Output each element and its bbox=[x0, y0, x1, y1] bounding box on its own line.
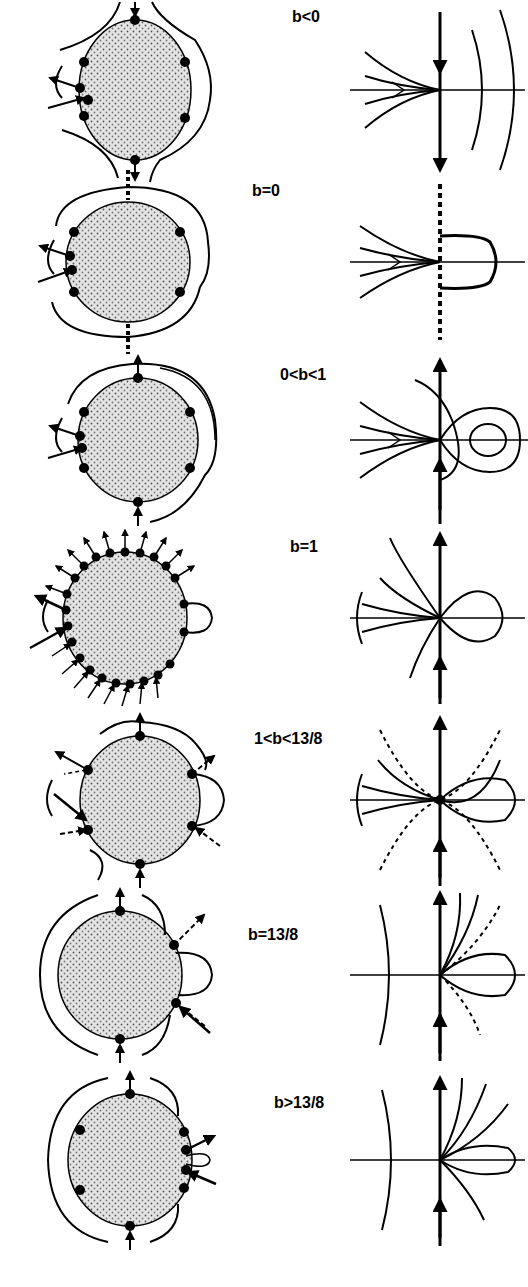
row-b-zero bbox=[38, 170, 525, 354]
row-b-negative bbox=[48, 2, 525, 182]
parameter-label: b=1 bbox=[288, 538, 320, 556]
parameter-label: 0<b<1 bbox=[278, 366, 328, 384]
row-b-one bbox=[30, 530, 525, 706]
parameter-label: b=0 bbox=[250, 182, 282, 200]
row-b-above-13-8 bbox=[48, 1072, 525, 1250]
row-b-between-0-1 bbox=[48, 356, 528, 526]
parameter-label: b>13/8 bbox=[272, 1094, 326, 1112]
row-b-between-1-13-8 bbox=[47, 714, 525, 888]
parameter-label: 1<b<13/8 bbox=[252, 730, 325, 748]
parameter-label: b<0 bbox=[290, 8, 322, 26]
parameter-label: b=13/8 bbox=[246, 926, 300, 944]
row-b-13-8 bbox=[40, 889, 525, 1063]
